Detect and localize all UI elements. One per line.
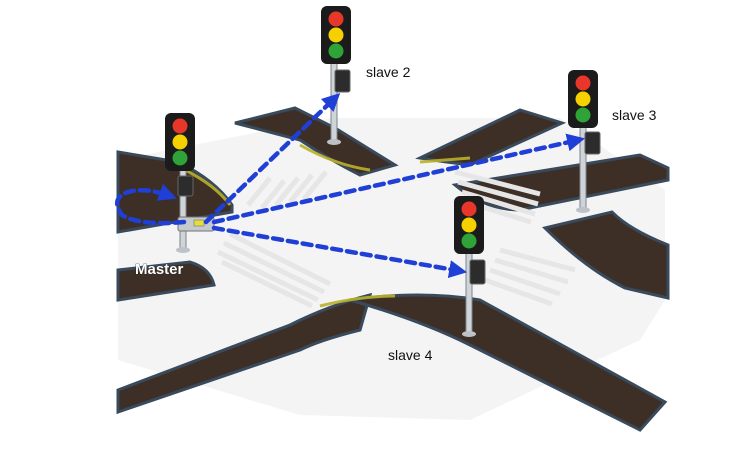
master-traffic-light — [165, 113, 195, 253]
master-label: Master — [135, 261, 184, 278]
road-top-right — [415, 108, 567, 167]
traffic-light-icon — [165, 113, 195, 171]
curb-accent-bottom — [319, 294, 396, 308]
curb-accent-topleft — [299, 143, 371, 172]
curb-accent-topright — [419, 156, 471, 164]
pedestrian-signal — [334, 69, 351, 93]
slave4-traffic-light — [454, 196, 486, 337]
road-bottom-left — [116, 292, 373, 415]
signal-path-to-slave3 — [211, 133, 586, 225]
crosswalk-top — [246, 170, 328, 210]
pedestrian-signal — [469, 259, 486, 285]
pedestrian-signal — [177, 175, 194, 197]
slave2-label: slave 2 — [366, 64, 411, 80]
signal-paths — [114, 93, 586, 279]
pedestrian-signal — [584, 131, 601, 155]
traffic-light-icon — [321, 6, 351, 64]
signal-path-master-loop — [114, 183, 187, 226]
traffic-light-icon — [454, 196, 484, 254]
signal-path-to-slave2 — [203, 93, 341, 225]
crosswalk-bottom — [484, 247, 576, 307]
traffic-light-icon — [568, 70, 598, 128]
road-left-lower — [116, 260, 216, 302]
road-right-lower — [542, 210, 670, 300]
slave4-label: slave 4 — [388, 347, 433, 363]
slave3-label: slave 3 — [612, 107, 657, 123]
signal-path-to-slave4 — [211, 225, 468, 279]
crosswalk-left — [216, 231, 332, 309]
slave3-traffic-light — [568, 70, 601, 213]
road-bottom-right — [349, 293, 668, 432]
